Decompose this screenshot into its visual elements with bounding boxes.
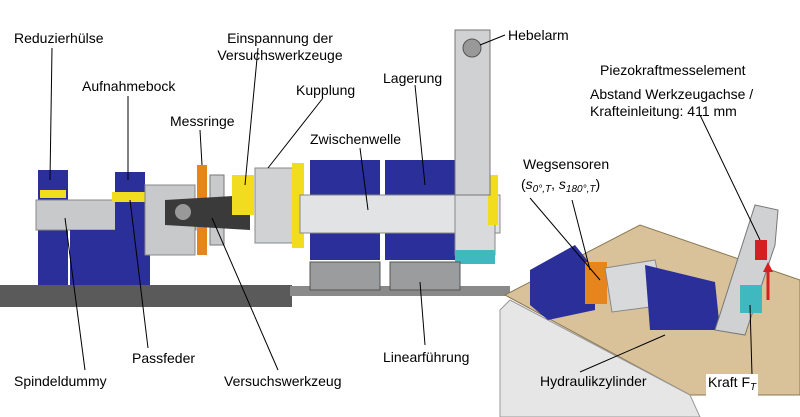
label-einspannung: Einspannung der Versuchswerkzeuge: [205, 30, 355, 64]
force-arrow-head: [763, 262, 773, 272]
hydraulikzylinder-part: [645, 265, 720, 330]
label-einspannung-line2: Versuchswerkzeuge: [217, 47, 343, 63]
label-wegsensoren: Wegsensoren: [523, 156, 610, 172]
label-lagerung: Lagerung: [383, 70, 443, 86]
label-kraft: Kraft FT: [706, 374, 759, 396]
wegsensoren-close: ): [595, 176, 601, 192]
linearfuehrung-left: [309, 261, 381, 291]
label-linearfuehrung: Linearführung: [383, 349, 470, 365]
rail-plate: [290, 286, 510, 296]
table-side: [499, 299, 701, 417]
label-wegsensoren-symbols: (s0°,T, s180°,T): [521, 176, 600, 198]
label-messringe: Messringe: [170, 113, 235, 129]
label-reduzierhuelse: Reduzierhülse: [14, 30, 104, 46]
support-block: [70, 230, 150, 285]
yellow-strip: [40, 190, 66, 198]
wegsensoren-s2: s: [558, 176, 566, 192]
label-abstand-line2: Krafteinleitung: 411 mm: [590, 103, 737, 119]
label-aufnahmebock: Aufnahmebock: [82, 78, 176, 94]
linearfuehrung-right: [389, 261, 461, 291]
wegsensoren-part: [585, 262, 607, 304]
wegsensoren-s1-sub: 0°,T: [532, 184, 552, 195]
wegsensoren-s2-sub: 180°,T: [565, 184, 596, 195]
bolt-circle: [175, 204, 191, 220]
label-versuchswerkzeug: Versuchswerkzeug: [224, 373, 342, 389]
lever-arm-right: [714, 204, 779, 336]
label-abstand: Abstand Werkzeugachse / Krafteinleitung:…: [590, 86, 753, 120]
label-kupplung: Kupplung: [296, 82, 356, 98]
kraft-text: Kraft F: [708, 374, 751, 390]
label-hebelarm: Hebelarm: [508, 27, 569, 43]
pivot: [462, 38, 482, 58]
wegsensoren-open: (: [521, 176, 526, 192]
label-spindeldummy: Spindeldummy: [14, 373, 107, 389]
label-zwischenwelle: Zwischenwelle: [310, 131, 402, 147]
label-abstand-line1: Abstand Werkzeugachse /: [590, 86, 754, 102]
label-hydraulikzylinder: Hydraulikzylinder: [540, 373, 647, 389]
label-passfeder: Passfeder: [132, 350, 196, 366]
base-plate: [0, 285, 292, 307]
wegsensor-bock: [530, 245, 595, 320]
cyan-part: [455, 250, 495, 264]
kraft-sub: T: [750, 382, 757, 393]
cyan-block: [740, 285, 762, 313]
versuchswerkzeug-part: [165, 195, 250, 230]
hebelarm-part: [454, 29, 491, 196]
wegsensoren-sep: ,: [551, 176, 559, 192]
wegsensoren-s1: s: [525, 176, 533, 192]
kupplung-part: [254, 167, 296, 244]
leader-lines: [49, 34, 761, 376]
label-piezo: Piezokraftmesselement: [600, 62, 746, 78]
piezo-part: [755, 240, 767, 260]
yellow-part: [488, 175, 498, 225]
einspannung-part: [232, 175, 254, 215]
label-einspannung-line1: Einspannung der: [227, 30, 333, 46]
passfeder-part: [112, 192, 148, 202]
